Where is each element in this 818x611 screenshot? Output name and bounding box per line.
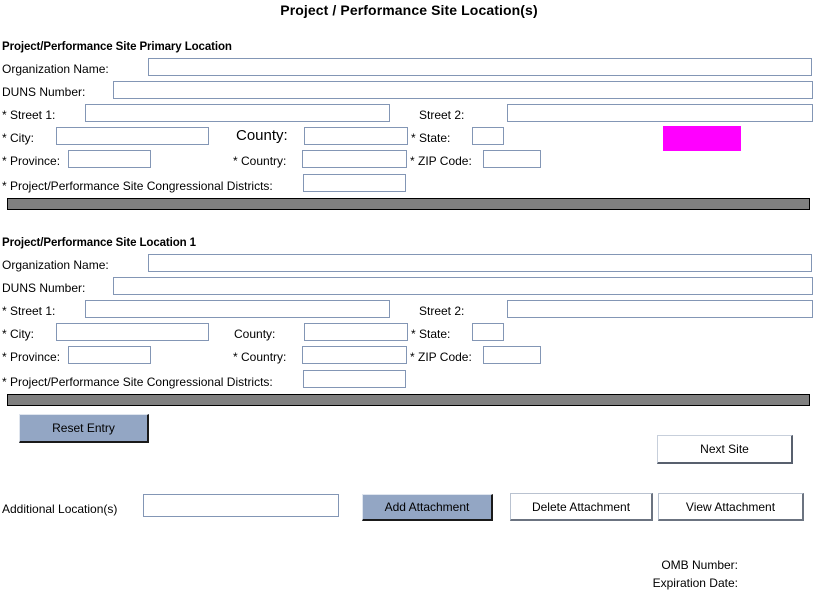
street2-input-location1[interactable] [507,300,813,318]
duns-number-input-primary[interactable] [113,81,813,99]
duns-number-label-location1: DUNS Number: [2,281,86,295]
province-input-location1[interactable] [68,346,151,364]
section-heading-location-1: Project/Performance Site Location 1 [2,237,196,249]
duns-number-label-primary: DUNS Number: [2,85,86,99]
delete-attachment-button[interactable]: Delete Attachment [510,493,653,521]
country-input-primary[interactable] [302,150,407,168]
province-input-primary[interactable] [68,150,151,168]
country-label-primary: * Country: [233,154,287,168]
congressional-districts-input-location1[interactable] [303,370,406,388]
reset-entry-button-label: Reset Entry [52,421,115,435]
section-heading-primary-location: Project/Performance Site Primary Locatio… [2,41,232,53]
city-label-primary: * City: [2,131,35,145]
next-site-button-label: Next Site [700,442,749,456]
next-site-button[interactable]: Next Site [657,435,793,464]
province-label-primary: * Province: [2,154,61,168]
organization-name-input-primary[interactable] [148,58,812,76]
county-input-location1[interactable] [304,323,408,341]
state-highlight-block [663,126,741,151]
reset-entry-button[interactable]: Reset Entry [19,414,149,443]
duns-number-input-location1[interactable] [113,277,813,295]
state-input-primary[interactable] [472,127,504,145]
add-attachment-button[interactable]: Add Attachment [362,494,493,521]
organization-name-label-location1: Organization Name: [2,258,109,272]
organization-name-label-primary: Organization Name: [2,62,109,76]
congressional-districts-input-primary[interactable] [303,174,406,192]
street1-input-primary[interactable] [85,104,390,122]
section-divider-1 [7,198,810,210]
section-divider-2 [7,394,810,406]
organization-name-input-location1[interactable] [148,254,812,272]
city-input-location1[interactable] [56,323,209,341]
additional-locations-input[interactable] [143,494,339,517]
view-attachment-button[interactable]: View Attachment [658,493,804,521]
zip-label-primary: * ZIP Code: [410,154,472,168]
congressional-districts-label-location1: * Project/Performance Site Congressional… [2,375,273,389]
additional-locations-label: Additional Location(s) [2,502,118,516]
street1-label-primary: * Street 1: [2,108,56,122]
omb-number-label: OMB Number: [661,558,738,572]
congressional-districts-label-primary: * Project/Performance Site Congressional… [2,179,273,193]
city-input-primary[interactable] [56,127,209,145]
county-label-location1: County: [234,327,276,341]
state-input-location1[interactable] [472,323,504,341]
country-label-location1: * Country: [233,350,287,364]
add-attachment-button-label: Add Attachment [384,500,470,514]
city-label-location1: * City: [2,327,35,341]
page-title: Project / Performance Site Location(s) [280,2,538,18]
state-label-primary: * State: [411,131,451,145]
street2-input-primary[interactable] [507,104,813,122]
county-input-primary[interactable] [304,127,408,145]
zip-input-location1[interactable] [483,346,541,364]
county-label-primary: County: [236,127,288,144]
view-attachment-button-label: View Attachment [685,499,776,514]
zip-input-primary[interactable] [483,150,541,168]
expiration-date-label: Expiration Date: [652,576,738,590]
street1-label-location1: * Street 1: [2,304,56,318]
street2-label-location1: Street 2: [419,304,465,318]
street2-label-primary: Street 2: [419,108,465,122]
street1-input-location1[interactable] [85,300,390,318]
country-input-location1[interactable] [302,346,407,364]
delete-attachment-button-label: Delete Attachment [531,499,631,514]
province-label-location1: * Province: [2,350,61,364]
zip-label-location1: * ZIP Code: [410,350,472,364]
state-label-location1: * State: [411,327,451,341]
